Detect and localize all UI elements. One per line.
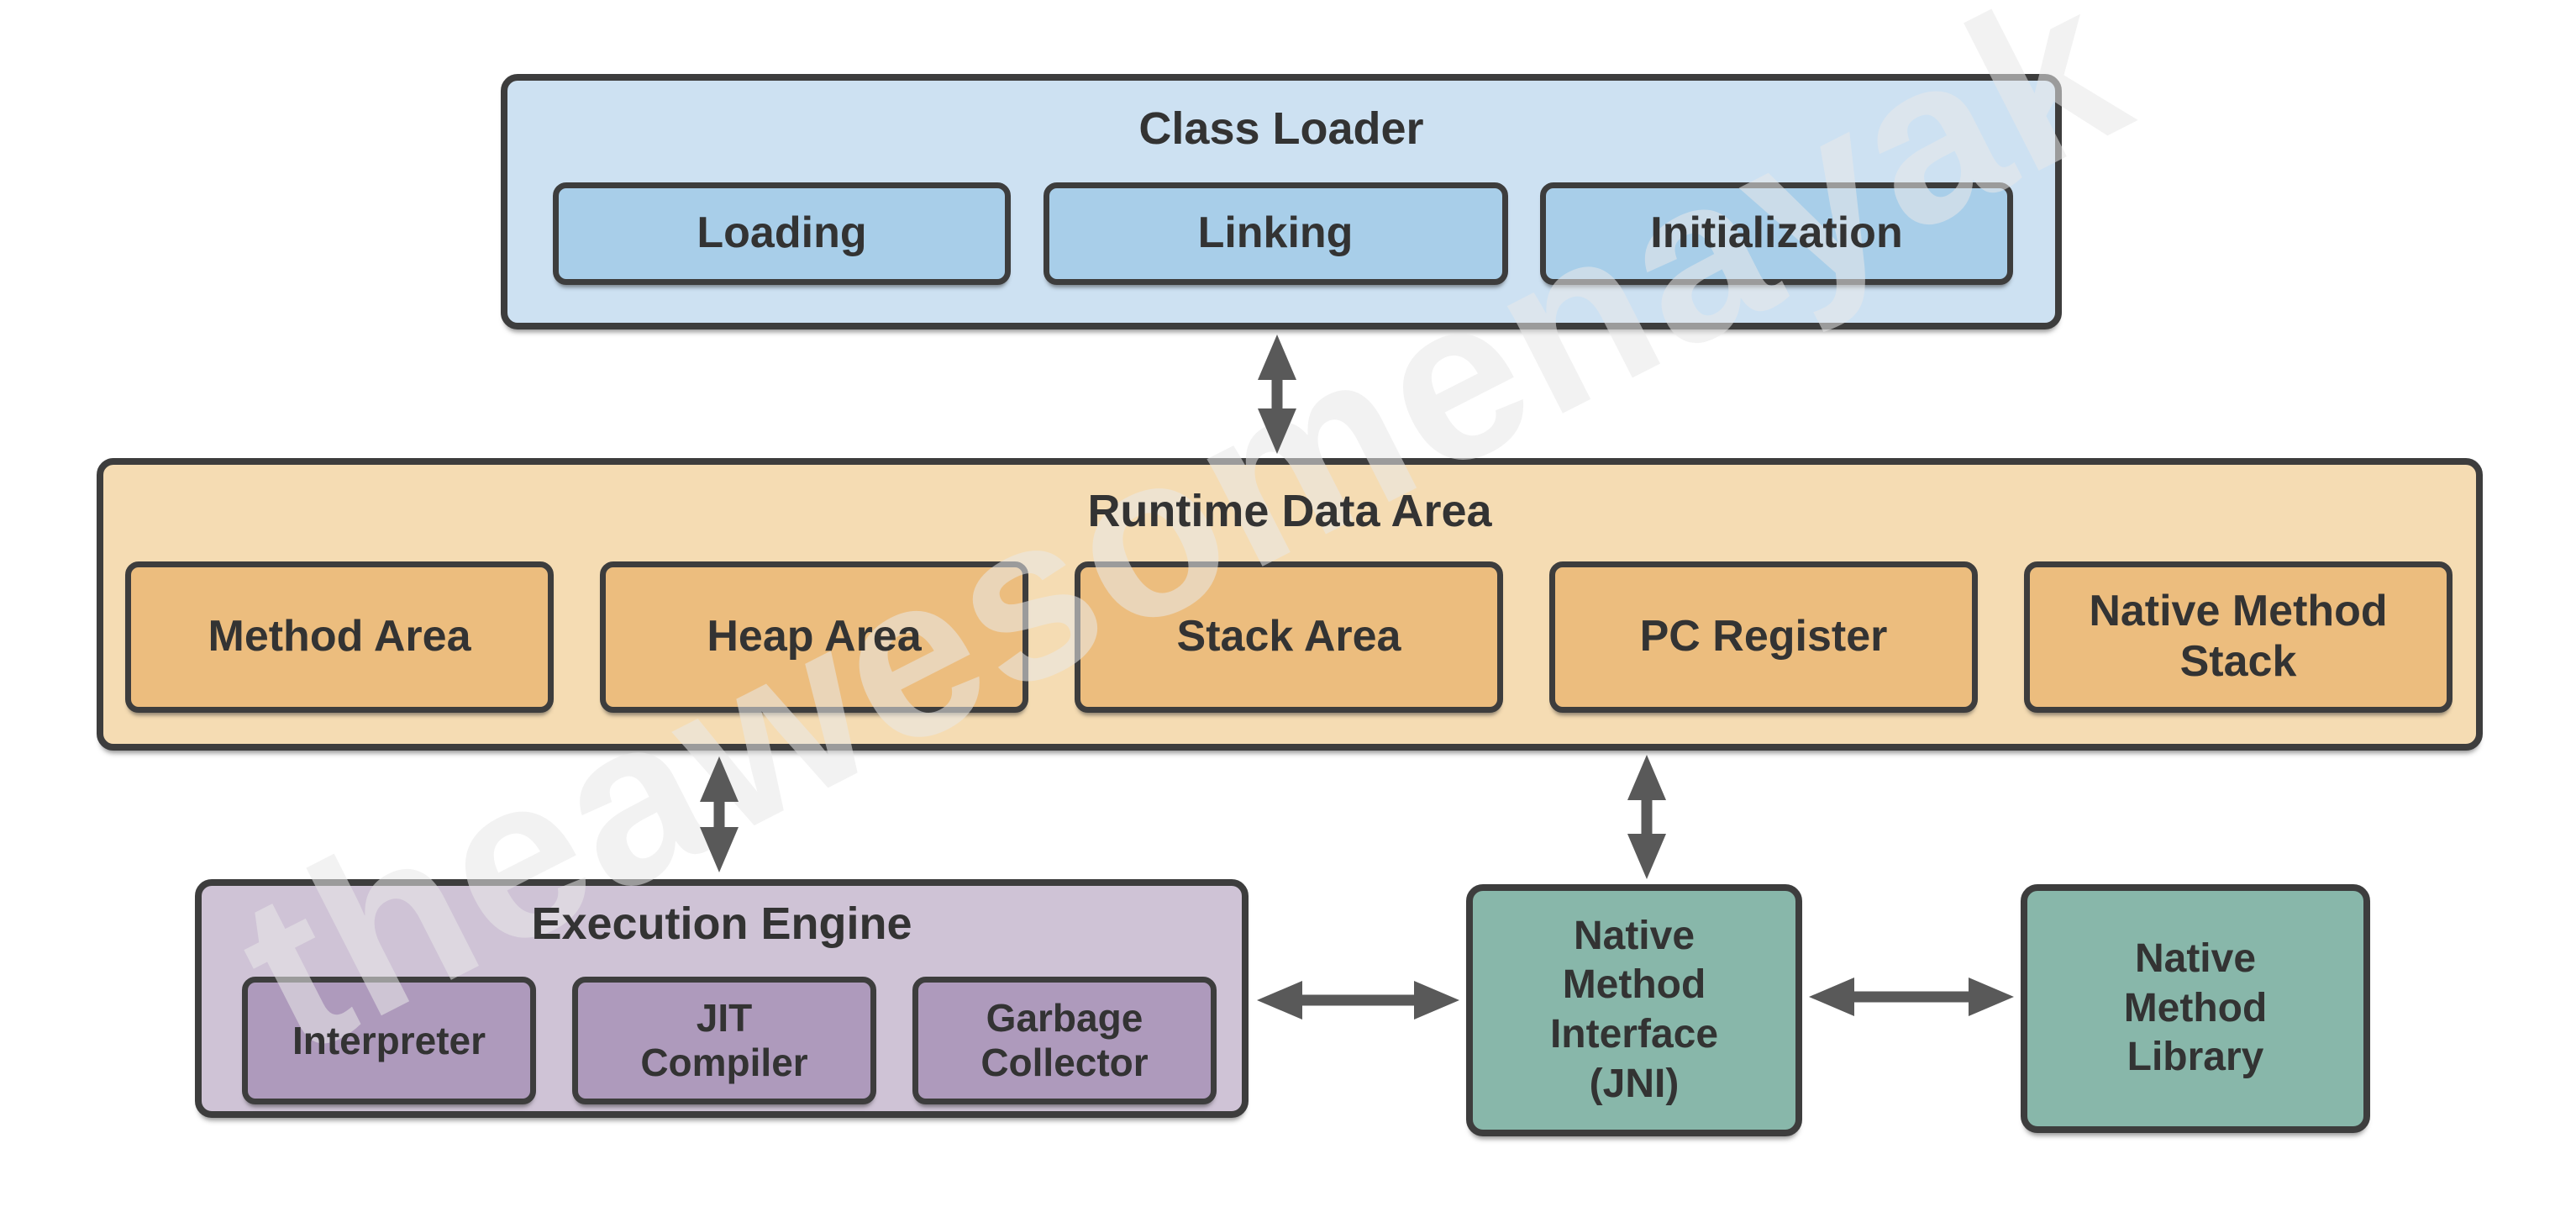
linking-label: Linking [1197,208,1354,258]
heap-area-box: Heap Area [600,561,1028,713]
arrow-jni-native-library [1809,978,2014,1016]
stack-area-label: Stack Area [1176,612,1401,661]
arrow-runtime-execution-engine [700,756,739,872]
arrow-head-up-icon [700,756,739,802]
arrow-head-left-icon [1257,981,1302,1020]
interpreter-box: Interpreter [242,977,536,1104]
jit-compiler-box: JIT Compiler [572,977,876,1104]
arrow-head-up-icon [1258,335,1296,380]
arrow-head-down-icon [700,827,739,872]
stack-area-box: Stack Area [1075,561,1503,713]
initialization-box: Initialization [1540,182,2013,285]
arrow-runtime-jni [1627,755,1666,879]
interpreter-label: Interpreter [292,1018,486,1062]
native-method-interface-box: Native Method Interface (JNI) [1466,884,1802,1136]
class-loader-box: Class Loader Loading Linking Initializat… [501,74,2062,329]
method-area-label: Method Area [208,612,471,661]
execution-items-row: Interpreter JIT Compiler Garbage Collect… [202,977,1242,1104]
linking-box: Linking [1043,182,1508,285]
arrow-head-right-icon [1414,981,1459,1020]
loading-label: Loading [697,208,867,258]
native-method-stack-box: Native Method Stack [2024,561,2452,713]
garbage-collector-box: Garbage Collector [912,977,1217,1104]
garbage-collector-label: Garbage Collector [980,996,1149,1084]
class-loader-items-row: Loading Linking Initialization [507,182,2055,285]
class-loader-title: Class Loader [1138,103,1424,154]
arrow-head-down-icon [1627,834,1666,879]
arrow-head-right-icon [1969,978,2014,1016]
runtime-data-area-box: Runtime Data Area Method Area Heap Area … [97,458,2483,751]
arrow-head-up-icon [1627,755,1666,800]
runtime-items-row: Method Area Heap Area Stack Area PC Regi… [103,561,2476,713]
native-method-library-box: Native Method Library [2021,884,2370,1133]
native-method-library-label: Native Method Library [2123,936,2268,1080]
pc-register-label: PC Register [1639,612,1888,661]
loading-box: Loading [553,182,1011,285]
method-area-box: Method Area [125,561,554,713]
execution-engine-title: Execution Engine [531,898,912,949]
heap-area-label: Heap Area [707,612,922,661]
native-method-stack-label: Native Method Stack [2089,587,2388,686]
arrow-head-down-icon [1258,408,1296,454]
native-method-interface-label: Native Method Interface (JNI) [1549,913,1719,1106]
arrow-head-left-icon [1809,978,1854,1016]
pc-register-box: PC Register [1549,561,1978,713]
arrow-execution-engine-jni [1257,981,1459,1020]
runtime-data-area-title: Runtime Data Area [1087,486,1492,536]
jit-compiler-label: JIT Compiler [640,996,808,1084]
execution-engine-box: Execution Engine Interpreter JIT Compile… [195,879,1249,1118]
initialization-label: Initialization [1650,208,1903,258]
arrow-class-loader-runtime [1258,335,1296,454]
